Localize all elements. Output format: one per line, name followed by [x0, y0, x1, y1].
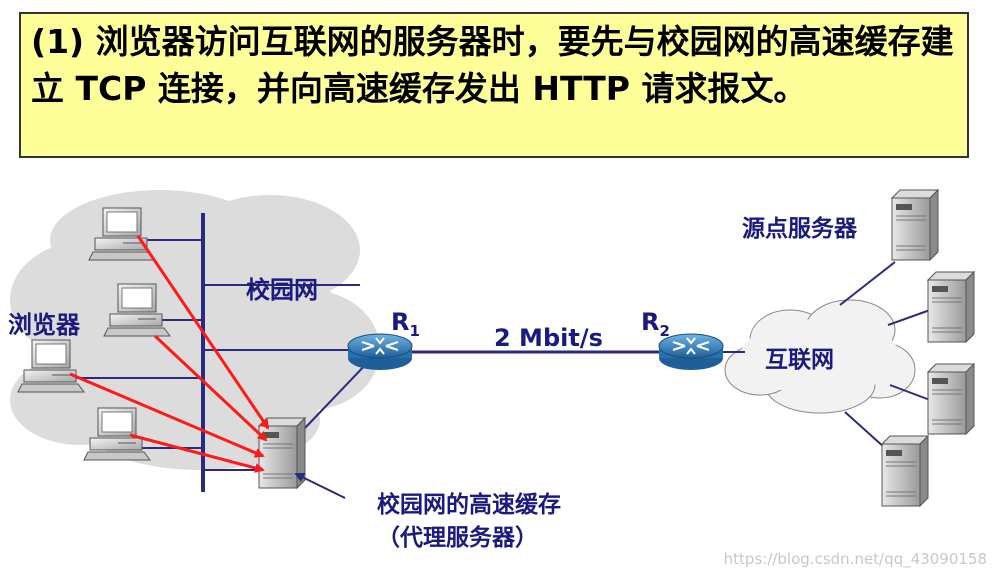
campus-branches: [75, 239, 360, 471]
internet-label: 互联网: [765, 347, 834, 373]
title-text: (1) 浏览器访问互联网的服务器时，要先与校园网的高速缓存建立 TCP 连接，并…: [31, 22, 954, 108]
internet-cloud: [724, 299, 916, 414]
router-r1-sub: 1: [409, 321, 420, 340]
router-r1-letter: R: [391, 308, 410, 336]
origin-server-1: [891, 189, 939, 261]
cache-router-link: [304, 359, 371, 429]
origin-server-4: [881, 435, 929, 507]
router-r1-label: R1: [391, 308, 420, 340]
server-links: [839, 261, 931, 449]
origin-servers-label: 源点服务器: [742, 216, 857, 242]
router-r2-label: R2: [641, 308, 670, 340]
cache-server: [258, 417, 306, 489]
origin-server-2: [927, 271, 975, 343]
router-r2-sub: 2: [659, 321, 670, 340]
browsers-label: 浏览器: [8, 311, 80, 339]
origin-server-3: [927, 363, 975, 435]
http-request-arrows: [69, 235, 270, 473]
campus-network-label: 校园网: [246, 276, 318, 304]
cache-pointer: [294, 473, 346, 499]
link-speed-label: 2 Mbit/s: [494, 324, 603, 352]
title-box: (1) 浏览器访问互联网的服务器时，要先与校园网的高速缓存建立 TCP 连接，并…: [19, 12, 969, 158]
router-r2-letter: R: [641, 308, 660, 336]
cache-label-line1: 校园网的高速缓存: [377, 492, 561, 518]
watermark: https://blog.csdn.net/qq_43090158: [723, 550, 987, 568]
cache-label-line2: （代理服务器）: [377, 525, 538, 551]
